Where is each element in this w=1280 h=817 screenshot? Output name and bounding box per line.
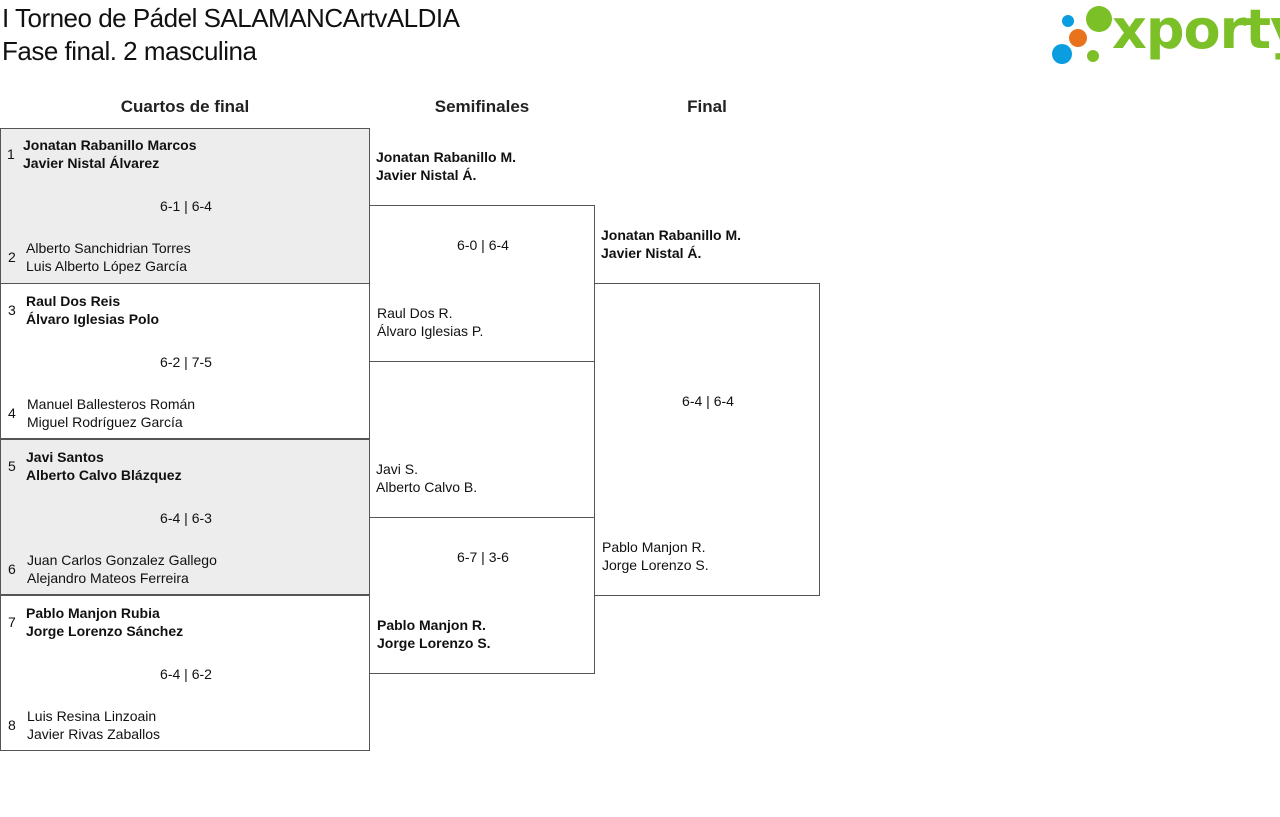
xporty-logo: xporty (1050, 0, 1280, 68)
player-name: Álvaro Iglesias Polo (26, 311, 160, 327)
logo-dot-green-small-icon (1087, 50, 1099, 62)
player-name: Raul Dos Reis (26, 293, 121, 309)
player-name: Javi S. (376, 461, 419, 477)
player-name: Alejandro Mateos Ferreira (27, 570, 189, 586)
player-name: Luis Resina Linzoain (27, 708, 157, 724)
sf2-bottom-team: Pablo Manjon R. Jorge Lorenzo S. (377, 616, 491, 652)
qf3-bottom-team: Juan Carlos Gonzalez Gallego Alejandro M… (27, 551, 217, 587)
player-name: Álvaro Iglesias P. (377, 323, 484, 339)
player-name: Pablo Manjon R. (377, 617, 486, 633)
seed-number: 1 (7, 146, 15, 162)
sf1-score: 6-0 | 6-4 (457, 237, 509, 253)
tournament-title: I Torneo de Pádel SALAMANCArtvALDIA (2, 3, 460, 33)
player-name: Juan Carlos Gonzalez Gallego (27, 552, 217, 568)
qf3-top-team: Javi Santos Alberto Calvo Blázquez (26, 448, 182, 484)
player-name: Manuel Ballesteros Román (27, 396, 196, 412)
final-top-team: Jonatan Rabanillo M. Javier Nistal Á. (601, 226, 741, 262)
logo-dot-blue-small-icon (1062, 15, 1074, 27)
round-header-quarterfinals: Cuartos de final (120, 97, 250, 116)
qf-match-3: 5 Javi Santos Alberto Calvo Blázquez 6-4… (0, 439, 370, 595)
seed-number: 4 (8, 405, 16, 421)
phase-subtitle: Fase final. 2 masculina (2, 36, 257, 66)
qf2-top-team: Raul Dos Reis Álvaro Iglesias Polo (26, 292, 159, 328)
logo-dot-orange-icon (1069, 29, 1087, 47)
player-name: Miguel Rodríguez García (27, 414, 183, 430)
final-match: 6-4 | 6-4 Pablo Manjon R. Jorge Lorenzo … (594, 283, 820, 596)
sf2-score: 6-7 | 3-6 (457, 549, 509, 565)
seed-number: 6 (8, 561, 16, 577)
player-name: Raul Dos R. (377, 305, 453, 321)
player-name: Jorge Lorenzo S. (377, 635, 491, 651)
player-name: Jonatan Rabanillo Marcos (23, 137, 197, 153)
qf-match-1: 1 Jonatan Rabanillo Marcos Javier Nistal… (0, 128, 370, 284)
qf1-score: 6-1 | 6-4 (160, 198, 212, 214)
final-bottom-team: Pablo Manjon R. Jorge Lorenzo S. (602, 538, 709, 574)
logo-dot-blue-icon (1052, 44, 1072, 64)
player-name: Pablo Manjon R. (602, 539, 706, 555)
qf-match-2: 3 Raul Dos Reis Álvaro Iglesias Polo 6-2… (0, 283, 370, 439)
player-name: Javier Nistal Álvarez (23, 155, 160, 171)
qf4-score: 6-4 | 6-2 (160, 666, 212, 682)
seed-number: 7 (8, 614, 16, 630)
final-score: 6-4 | 6-4 (682, 393, 734, 409)
logo-dot-green-icon (1086, 6, 1112, 32)
player-name: Pablo Manjon Rubia (26, 605, 160, 621)
player-name: Javier Nistal Á. (376, 167, 477, 183)
sf-match-2: 6-7 | 3-6 Pablo Manjon R. Jorge Lorenzo … (369, 517, 595, 674)
player-name: Jorge Lorenzo Sánchez (26, 623, 184, 639)
qf2-score: 6-2 | 7-5 (160, 354, 212, 370)
seed-number: 5 (8, 458, 16, 474)
qf2-bottom-team: Manuel Ballesteros Román Miguel Rodrígue… (27, 395, 195, 431)
qf-match-4: 7 Pablo Manjon Rubia Jorge Lorenzo Sánch… (0, 595, 370, 751)
sf1-bottom-team: Raul Dos R. Álvaro Iglesias P. (377, 304, 483, 340)
player-name: Javi Santos (26, 449, 104, 465)
player-name: Jorge Lorenzo S. (602, 557, 709, 573)
sf1-top-team: Jonatan Rabanillo M. Javier Nistal Á. (376, 148, 516, 184)
player-name: Alberto Calvo Blázquez (26, 467, 182, 483)
player-name: Jonatan Rabanillo M. (601, 227, 742, 243)
player-name: Javier Rivas Zaballos (27, 726, 161, 742)
seed-number: 8 (8, 717, 16, 733)
qf4-top-team: Pablo Manjon Rubia Jorge Lorenzo Sánchez (26, 604, 183, 640)
round-header-final: Final (687, 97, 727, 116)
player-name: Javier Nistal Á. (601, 245, 702, 261)
qf1-top-team: Jonatan Rabanillo Marcos Javier Nistal Á… (23, 136, 196, 172)
player-name: Alberto Calvo B. (376, 479, 478, 495)
player-name: Jonatan Rabanillo M. (376, 149, 517, 165)
qf4-bottom-team: Luis Resina Linzoain Javier Rivas Zaball… (27, 707, 160, 743)
round-header-semifinals: Semifinales (434, 97, 530, 116)
qf3-score: 6-4 | 6-3 (160, 510, 212, 526)
player-name: Luis Alberto López García (26, 258, 188, 274)
player-name: Alberto Sanchidrian Torres (26, 240, 191, 256)
logo-wordmark: xporty (1112, 0, 1280, 61)
seed-number: 3 (8, 302, 16, 318)
seed-number: 2 (8, 249, 16, 265)
sf-match-1: 6-0 | 6-4 Raul Dos R. Álvaro Iglesias P. (369, 205, 595, 362)
sf2-top-team: Javi S. Alberto Calvo B. (376, 460, 477, 496)
qf1-bottom-team: Alberto Sanchidrian Torres Luis Alberto … (26, 239, 191, 275)
